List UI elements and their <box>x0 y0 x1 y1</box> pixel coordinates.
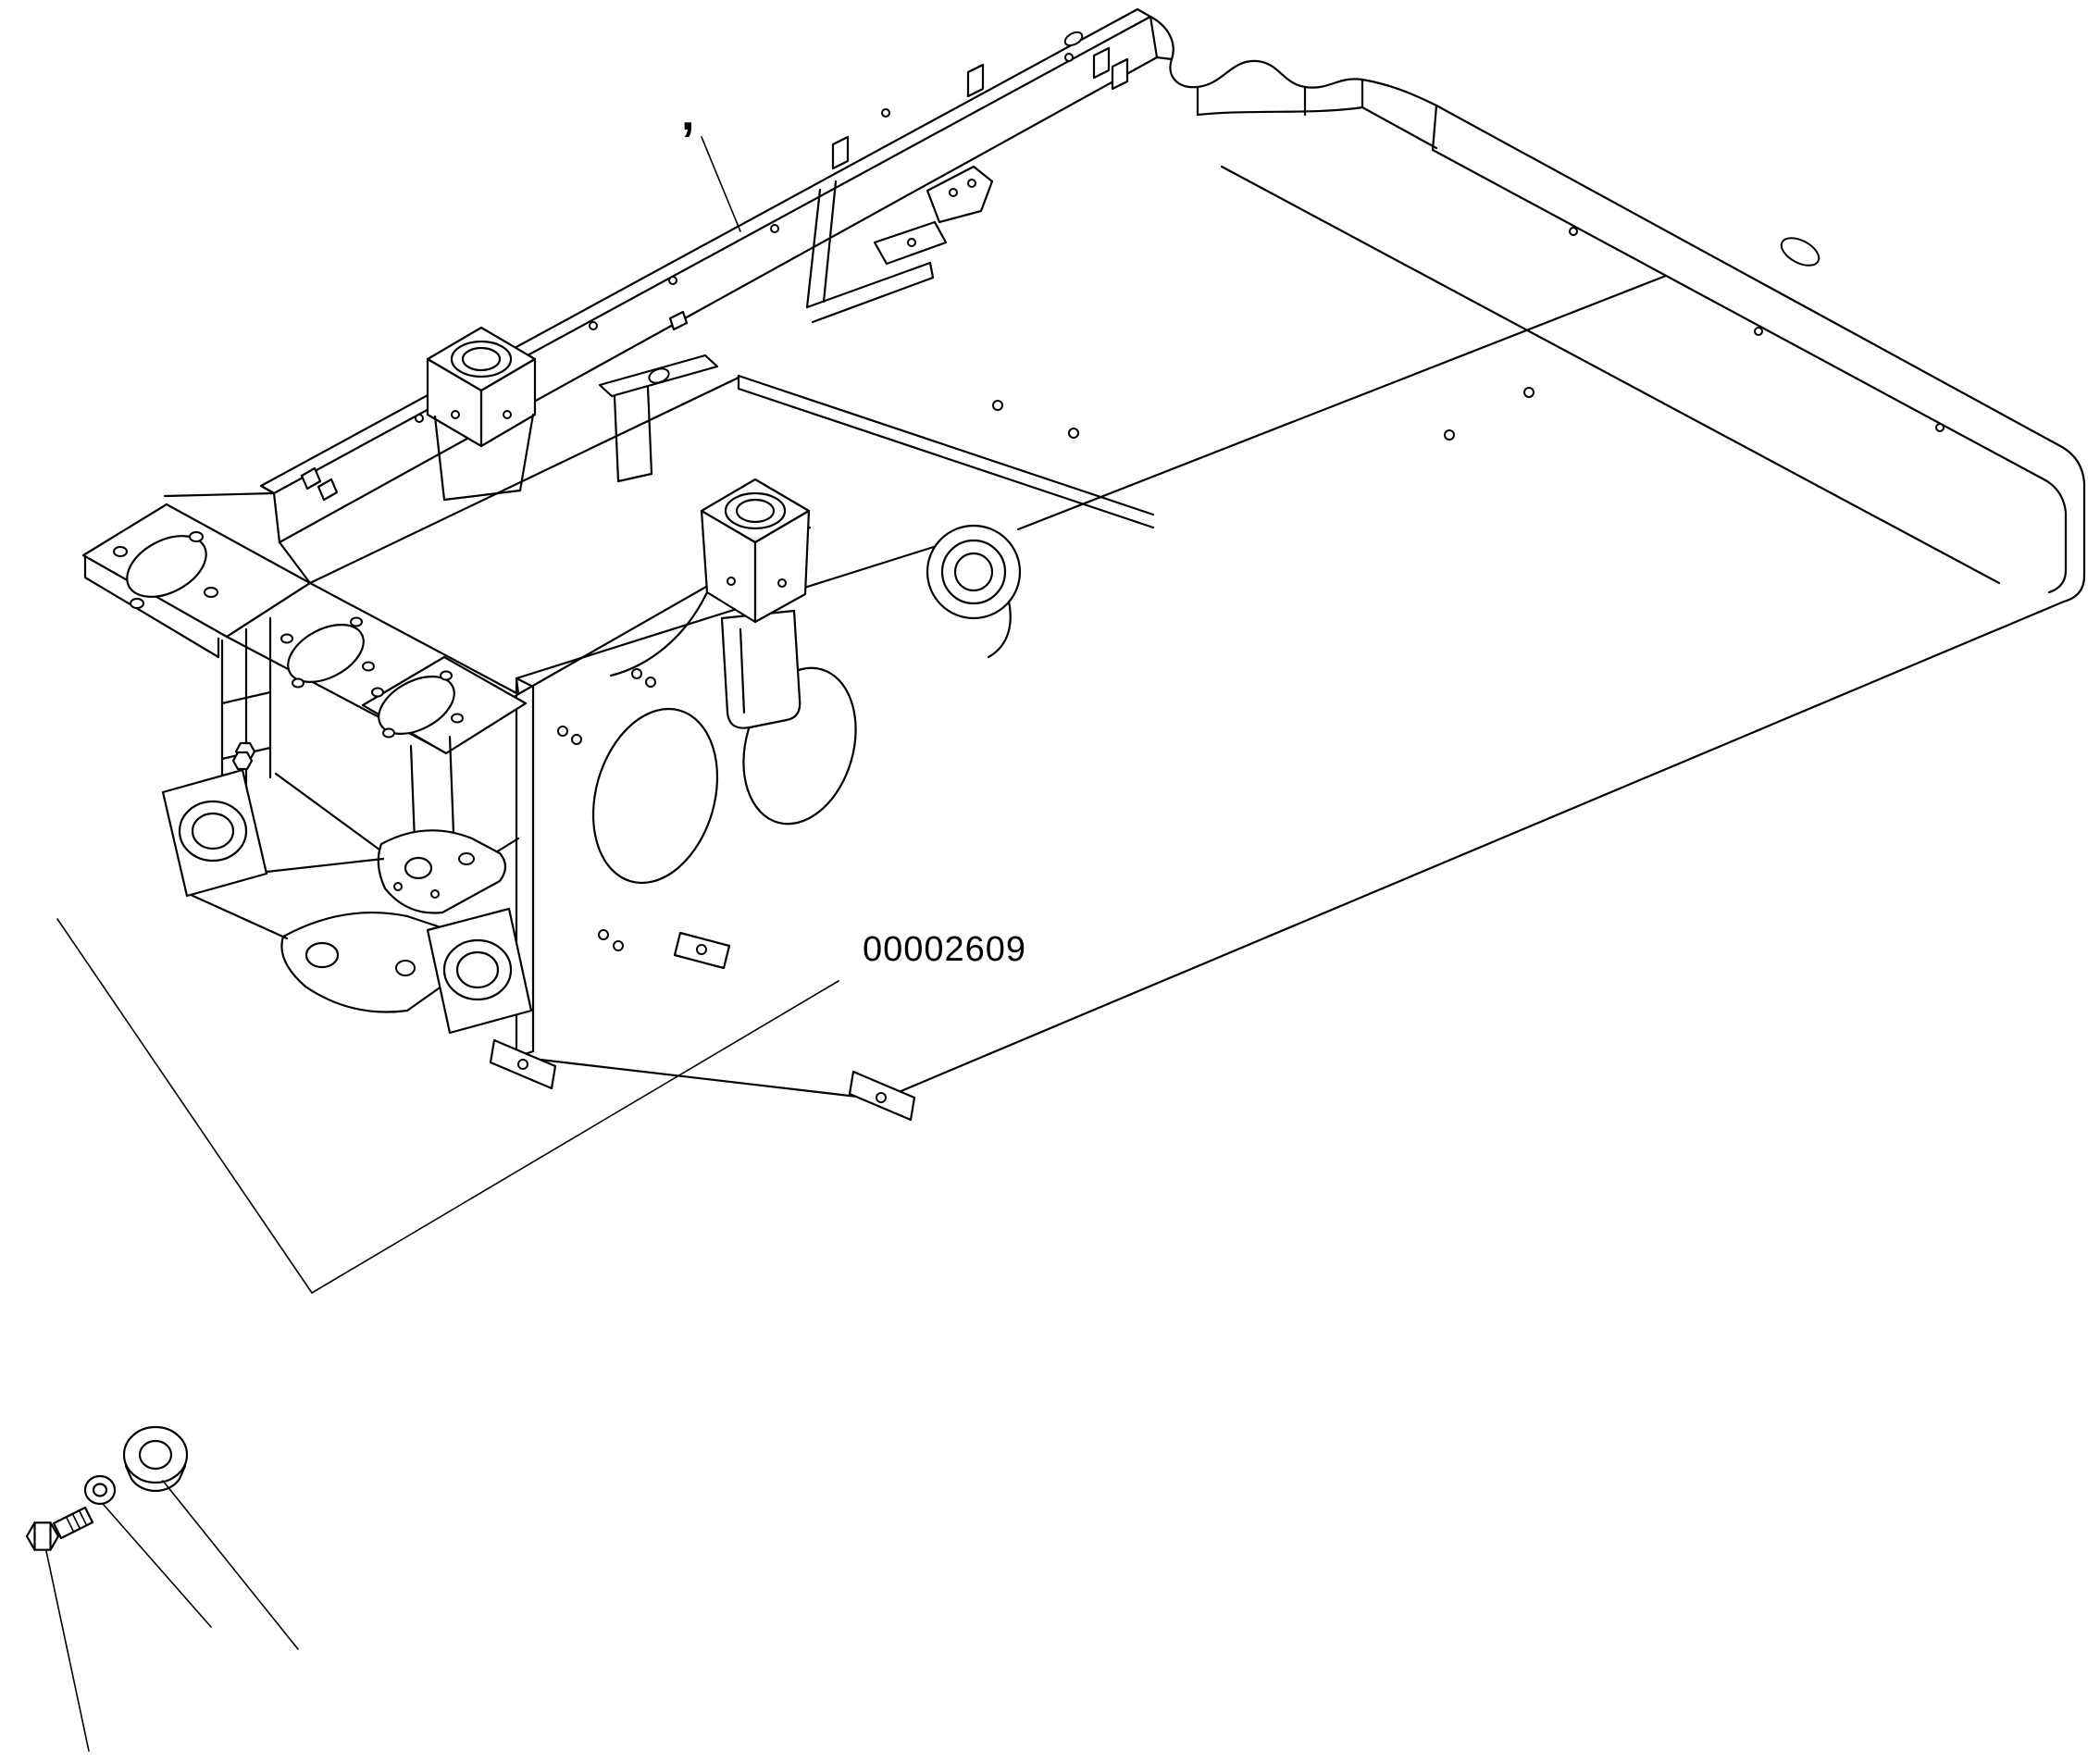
side-plate <box>489 274 1668 1122</box>
angle-bracket <box>926 165 994 224</box>
flange-bore <box>378 676 455 735</box>
axle-bore-front <box>161 751 268 898</box>
bolt-hole <box>881 108 890 118</box>
bolt-hole <box>1064 53 1074 62</box>
washer-leader-line <box>103 1504 212 1628</box>
rail-tab <box>668 310 689 331</box>
rail-tab <box>831 135 850 170</box>
bolt <box>25 1506 94 1551</box>
panel-slot <box>1780 237 1820 267</box>
callout-leader-line <box>701 136 741 232</box>
bushing-leader-line <box>162 1480 299 1650</box>
tower-bracket <box>720 609 801 729</box>
hex-bolt <box>231 751 254 771</box>
bolt-shank <box>52 1506 94 1540</box>
part-number-label: 00002609 <box>863 930 1026 969</box>
articulation-hinge-upper <box>377 829 507 914</box>
bolt-hole <box>589 321 598 330</box>
rail-tab <box>966 63 985 98</box>
bolt-hole <box>415 414 424 423</box>
tower-bore <box>724 491 787 530</box>
rail-clip <box>300 466 322 490</box>
hardware-parts <box>25 1425 299 1752</box>
bolt-hole <box>668 276 677 285</box>
cylinder-mount-tower-2 <box>609 478 811 729</box>
bushing <box>122 1425 189 1493</box>
callout-comma-label: , <box>681 87 694 141</box>
cylinder-mount-tower-1 <box>426 326 537 502</box>
flange-bore <box>287 624 365 683</box>
side-plate-cutout <box>742 666 857 826</box>
arm-mount-flange-3 <box>361 655 528 755</box>
rail-clip <box>317 478 339 502</box>
rail-slot <box>1063 31 1084 47</box>
front-mounting-section <box>81 326 812 1035</box>
bolt-hole <box>1569 227 1578 236</box>
rear-frame-rail <box>259 7 1159 544</box>
bore <box>178 800 248 863</box>
bolt-head <box>25 1521 60 1551</box>
arm-mount-flange-1 <box>81 503 312 659</box>
flange-bore <box>126 535 207 598</box>
rear-box-interior <box>737 165 1535 529</box>
side-plate-cutout <box>591 707 719 885</box>
bolt-hole <box>770 224 779 233</box>
cross-bar <box>737 374 1155 516</box>
bolt-hole <box>1935 423 1945 432</box>
support-strut <box>805 188 822 309</box>
callout: , <box>681 87 741 232</box>
tower-bore <box>450 340 513 379</box>
rear-end-panel <box>1149 15 1438 150</box>
hinge-hole <box>304 941 340 969</box>
bolt-hole <box>1754 327 1763 336</box>
rear-box-outline <box>879 104 2086 1101</box>
hinge-hole <box>404 856 433 880</box>
lifting-lug <box>926 524 1022 659</box>
rail-clamp <box>1111 57 1129 91</box>
bore <box>442 938 513 1001</box>
articulation-hinge-lower <box>280 912 474 1013</box>
axle-bore-rear <box>426 907 533 1035</box>
leader-wedge <box>56 918 839 1294</box>
lug-hole <box>953 552 994 592</box>
rail-clamp <box>1092 46 1111 80</box>
bolt-leader-line <box>45 1550 90 1752</box>
washer <box>83 1474 117 1506</box>
